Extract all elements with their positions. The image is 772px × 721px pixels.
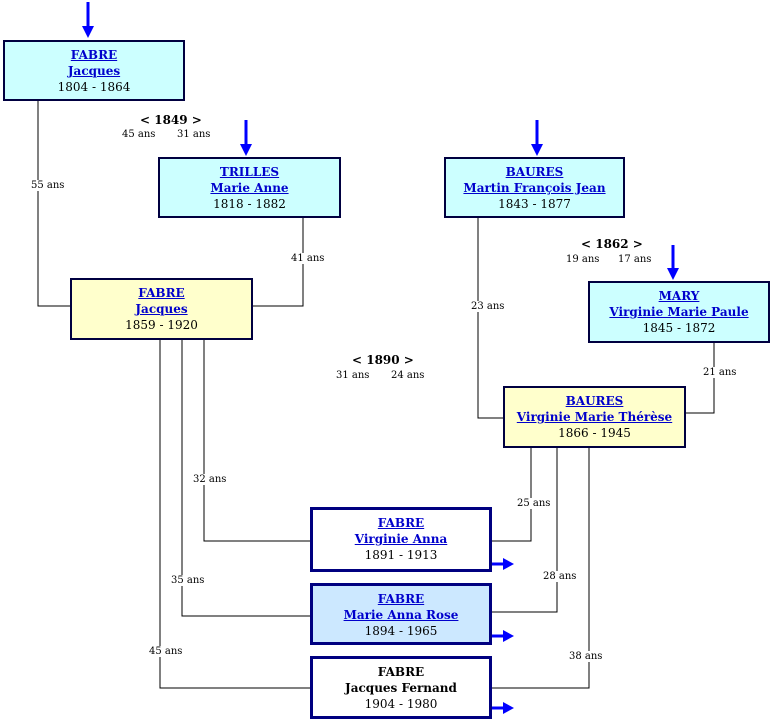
person-box-fabre-marie-anna-rose: FABRE Marie Anna Rose 1894 - 1965 <box>310 583 492 645</box>
marriage-year: < 1849 > <box>140 113 202 127</box>
person-box-fabre-virginie-anna: FABRE Virginie Anna 1891 - 1913 <box>310 507 492 572</box>
age-label: 45 ans <box>149 646 183 657</box>
person-box-fabre-jacques-1859: FABRE Jacques 1859 - 1920 <box>70 278 253 340</box>
person-surname-link[interactable]: FABRE <box>377 592 425 606</box>
marriage-age-husband: 45 ans <box>122 129 156 140</box>
age-label: 55 ans <box>31 180 65 191</box>
marriage-year: < 1890 > <box>352 353 414 367</box>
person-surname-link[interactable]: FABRE <box>377 516 425 530</box>
person-given-name-link[interactable]: Virginie Anna <box>354 532 448 546</box>
person-surname-link[interactable]: MARY <box>658 289 700 303</box>
person-given-name-link[interactable]: Virginie Marie Paule <box>609 305 749 319</box>
age-label: 23 ans <box>471 301 505 312</box>
age-label: 32 ans <box>193 474 227 485</box>
person-dates: 1818 - 1882 <box>213 197 286 211</box>
person-box-baures-martin: BAURES Martin François Jean 1843 - 1877 <box>444 157 625 218</box>
person-box-baures-virginie: BAURES Virginie Marie Thérèse 1866 - 194… <box>503 386 686 448</box>
age-label: 38 ans <box>569 651 603 662</box>
person-dates: 1843 - 1877 <box>498 197 571 211</box>
person-dates: 1845 - 1872 <box>642 321 716 335</box>
person-box-mary-virginie: MARY Virginie Marie Paule 1845 - 1872 <box>588 281 770 343</box>
marriage-age-wife: 17 ans <box>618 254 652 265</box>
marriage-age-wife: 31 ans <box>177 129 211 140</box>
person-dates: 1859 - 1920 <box>125 318 198 332</box>
age-label: 41 ans <box>291 253 325 264</box>
person-dates: 1804 - 1864 <box>57 80 131 94</box>
person-given-name-link[interactable]: Jacques <box>67 64 121 78</box>
person-box-fabre-jacques-fernand: FABRE Jacques Fernand 1904 - 1980 <box>310 656 492 719</box>
person-dates: 1891 - 1913 <box>364 548 438 562</box>
person-box-fabre-jacques-1804: FABRE Jacques 1804 - 1864 <box>3 40 185 101</box>
person-given-name: Jacques Fernand <box>345 681 457 695</box>
age-label: 21 ans <box>703 367 737 378</box>
person-box-trilles-marie-anne: TRILLES Marie Anne 1818 - 1882 <box>158 157 341 218</box>
age-label: 25 ans <box>517 498 551 509</box>
person-given-name-link[interactable]: Jacques <box>135 302 188 316</box>
marriage-year: < 1862 > <box>581 237 643 251</box>
marriage-age-husband: 31 ans <box>336 370 370 381</box>
person-surname-link[interactable]: FABRE <box>138 286 185 300</box>
person-dates: 1894 - 1965 <box>364 624 438 638</box>
age-label: 28 ans <box>543 571 577 582</box>
person-surname-link[interactable]: BAURES <box>505 165 564 179</box>
person-surname-link[interactable]: FABRE <box>70 48 118 62</box>
age-label: 35 ans <box>171 575 205 586</box>
marriage-age-wife: 24 ans <box>391 370 425 381</box>
person-given-name-link[interactable]: Marie Anne <box>210 181 289 195</box>
person-given-name-link[interactable]: Marie Anna Rose <box>343 608 459 622</box>
person-given-name-link[interactable]: Martin François Jean <box>463 181 606 195</box>
person-surname-link[interactable]: BAURES <box>565 394 624 408</box>
person-surname-link[interactable]: TRILLES <box>219 165 280 179</box>
person-surname: FABRE <box>377 665 425 679</box>
marriage-age-husband: 19 ans <box>566 254 600 265</box>
person-dates: 1866 - 1945 <box>558 426 631 440</box>
person-given-name-link[interactable]: Virginie Marie Thérèse <box>516 410 673 424</box>
person-dates: 1904 - 1980 <box>364 697 438 711</box>
